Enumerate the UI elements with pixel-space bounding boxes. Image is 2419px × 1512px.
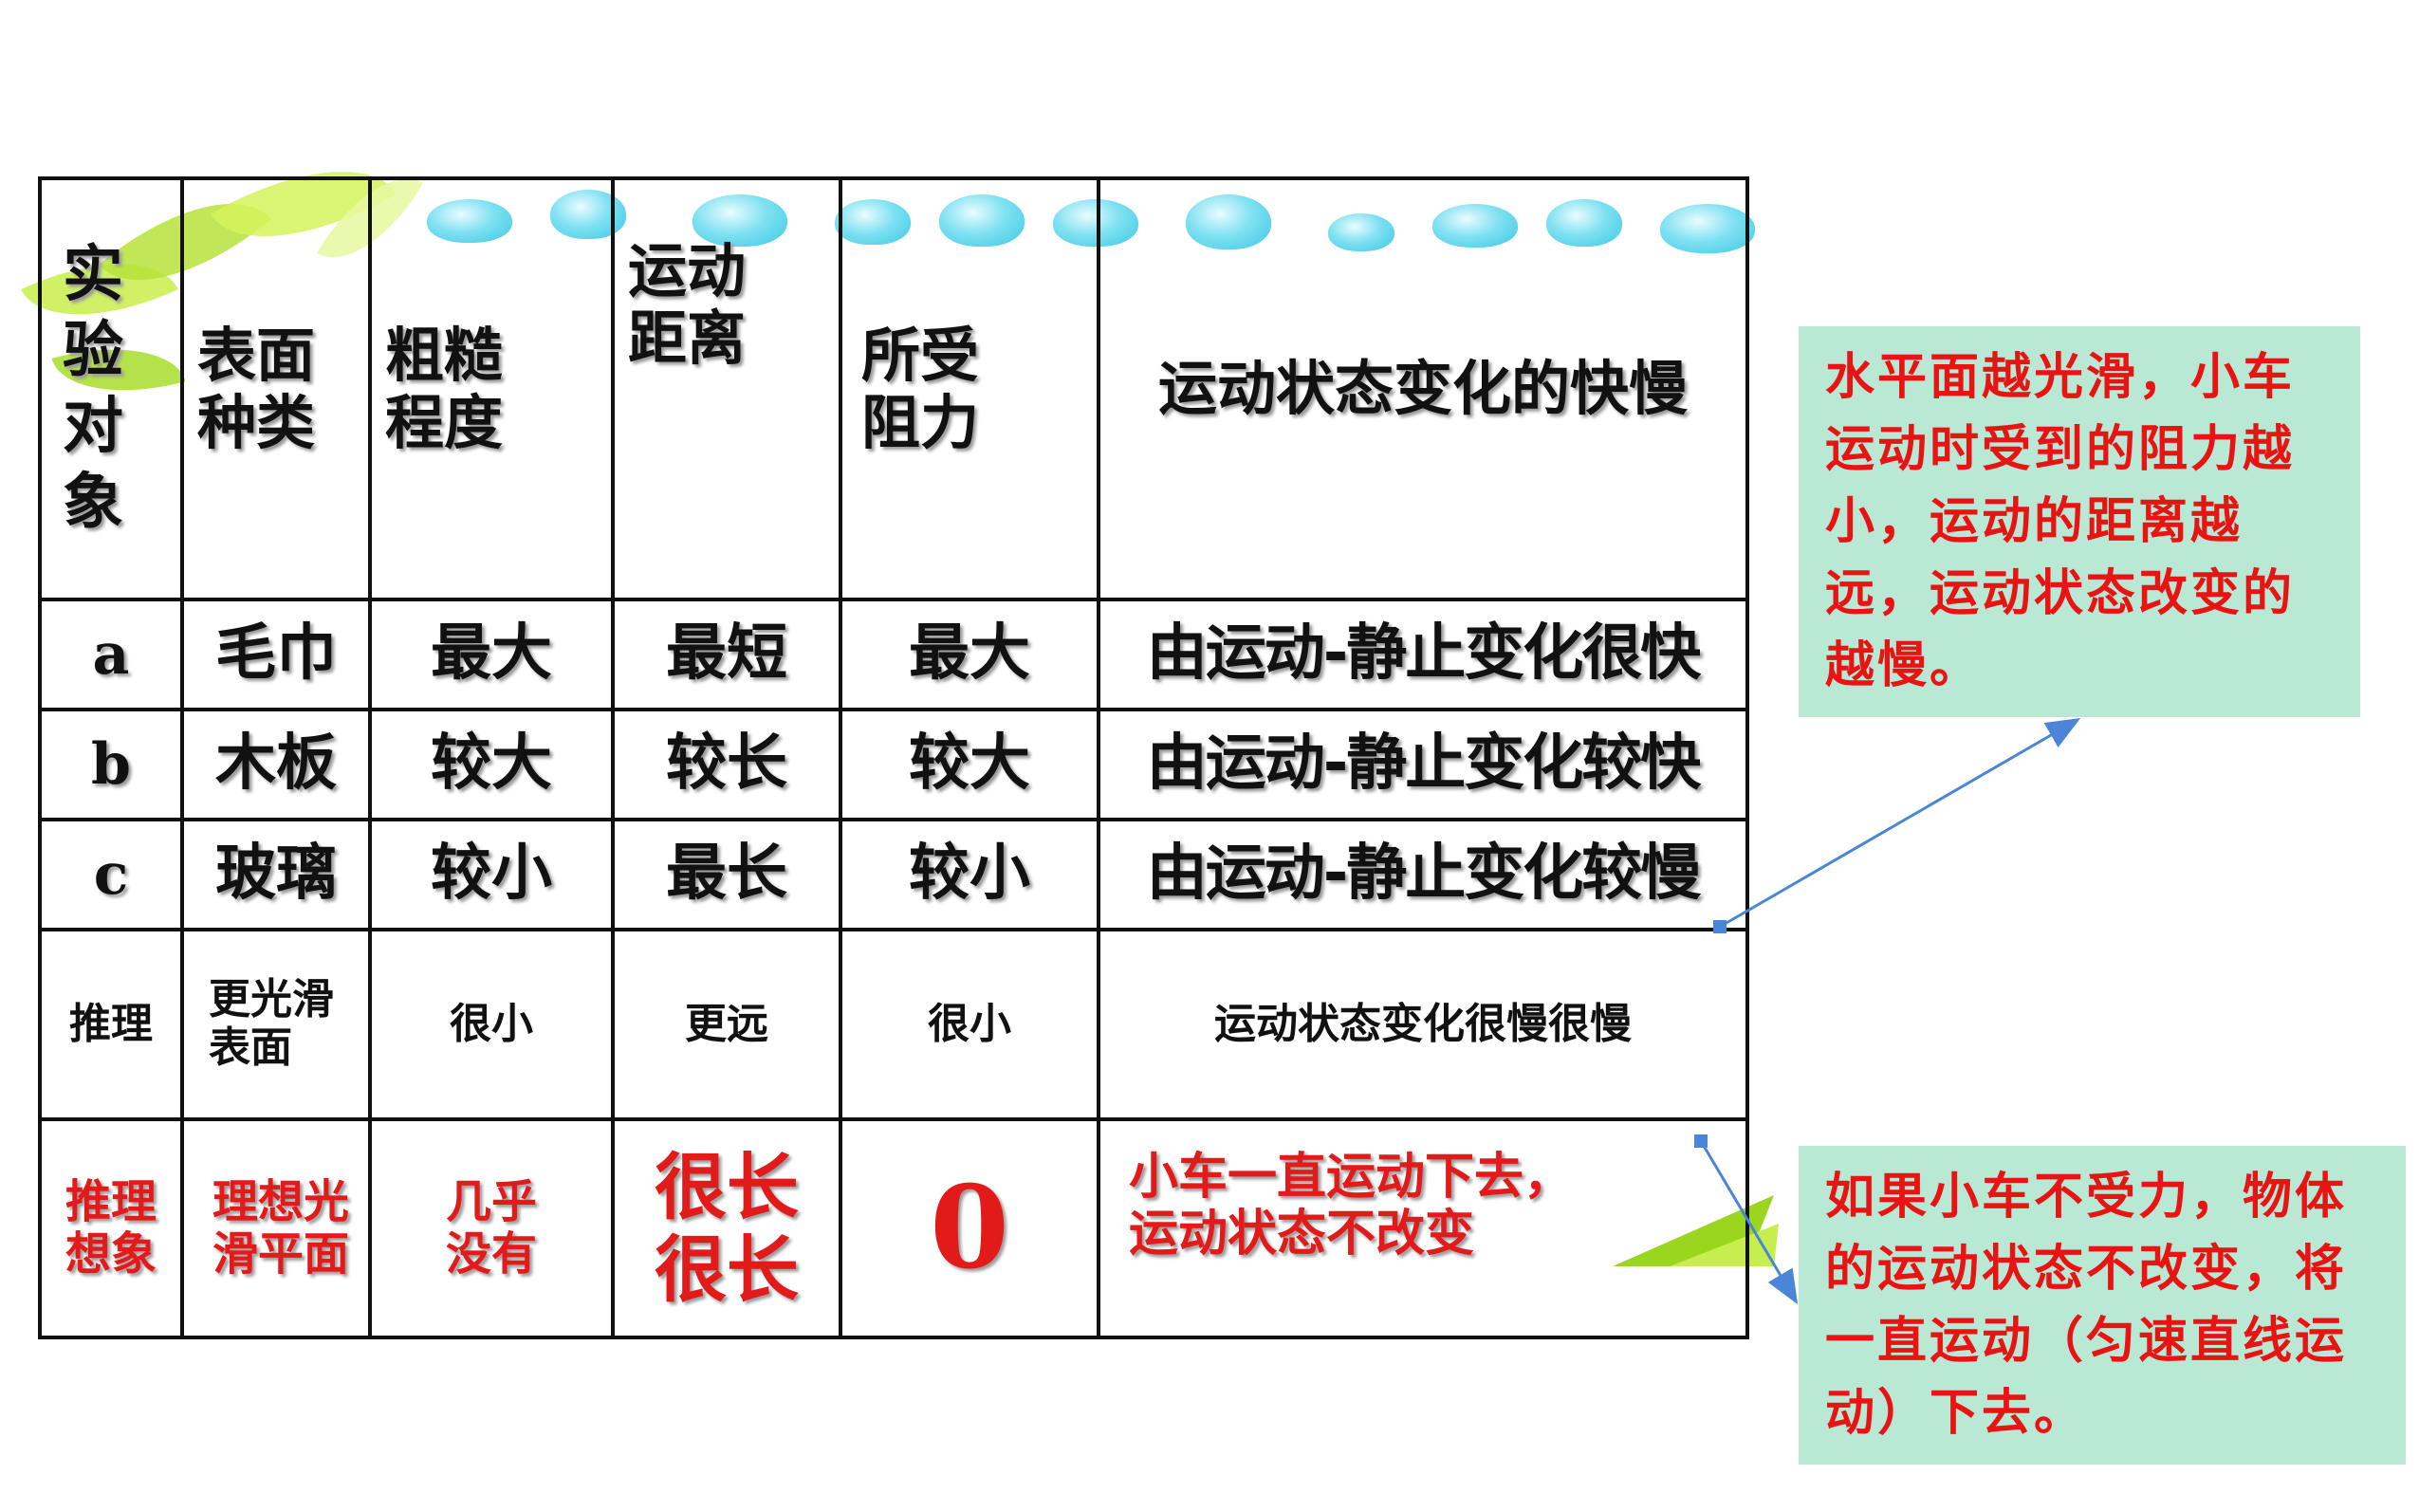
cell-resistance: 很小 xyxy=(839,928,1100,1121)
cell-subject: 推理 想象 xyxy=(38,1117,184,1339)
arrow-bottom xyxy=(1694,1134,1799,1305)
cell-subject: c xyxy=(38,818,184,931)
cell-surface: 玻璃 xyxy=(180,818,372,931)
experiment-table: 实 验 对 象 表面 种类 粗糙 程度 运动 距离 所受 阻力 运动状态变化的快… xyxy=(38,176,1749,1339)
header-distance: 运动 距离 xyxy=(611,176,842,601)
header-roughness-label: 粗糙 程度 xyxy=(385,320,504,457)
cell-subject: b xyxy=(38,708,184,821)
cell-state: 由运动-静止变化较快 xyxy=(1097,708,1749,821)
cell-distance: 更远 xyxy=(611,928,842,1121)
cell-surface: 更光滑 表面 xyxy=(180,928,372,1121)
table-row: b 木板 较大 较长 较大 由运动-静止变化较快 xyxy=(38,708,1749,821)
cell-roughness: 较大 xyxy=(368,708,615,821)
cell-distance: 较长 xyxy=(611,708,842,821)
header-state-change: 运动状态变化的快慢 xyxy=(1097,176,1749,601)
cell-resistance: 较大 xyxy=(839,708,1100,821)
conclusion-note-top: 水平面越光滑，小车运动时受到的阻力越小，运动的距离越远，运动状态改变的越慢。 xyxy=(1799,326,2360,717)
inference-row: 推理 更光滑 表面 很小 更远 很小 运动状态变化很慢很慢 xyxy=(38,928,1749,1121)
cell-surface: 毛巾 xyxy=(180,598,372,711)
header-state-change-label: 运动状态变化的快慢 xyxy=(1157,354,1688,424)
cell-roughness: 较小 xyxy=(368,818,615,931)
cell-subject: a xyxy=(38,598,184,711)
conclusion-note-bottom-text: 如果小车不受力，物体的运动状态不改变，将一直运动（匀速直线运动）下去。 xyxy=(1825,1168,2348,1442)
cell-state: 由运动-静止变化较慢 xyxy=(1097,818,1749,931)
header-surface: 表面 种类 xyxy=(180,176,372,601)
conclusion-note-bottom: 如果小车不受力，物体的运动状态不改变，将一直运动（匀速直线运动）下去。 xyxy=(1799,1146,2406,1465)
header-resistance: 所受 阻力 xyxy=(839,176,1100,601)
cell-surface: 木板 xyxy=(180,708,372,821)
cell-distance: 最长 xyxy=(611,818,842,931)
header-distance-label: 运动 距离 xyxy=(628,236,747,374)
header-row: 实 验 对 象 表面 种类 粗糙 程度 运动 距离 所受 阻力 运动状态变化的快… xyxy=(38,176,1749,601)
cell-state: 由运动-静止变化很快 xyxy=(1097,598,1749,711)
cell-surface: 理想光 滑平面 xyxy=(180,1117,372,1339)
cell-resistance: 最大 xyxy=(839,598,1100,711)
cell-subject: 推理 xyxy=(38,928,184,1121)
cell-distance: 最短 xyxy=(611,598,842,711)
cell-roughness: 几乎 没有 xyxy=(368,1117,615,1339)
header-subject-label: 实 验 对 象 xyxy=(63,240,123,538)
header-subject: 实 验 对 象 xyxy=(38,176,184,601)
header-resistance-label: 所受 阻力 xyxy=(861,320,980,457)
table-row: c 玻璃 较小 最长 较小 由运动-静止变化较慢 xyxy=(38,818,1749,931)
header-surface-label: 表面 种类 xyxy=(197,320,316,457)
cell-state: 运动状态变化很慢很慢 xyxy=(1097,928,1749,1121)
arrow-top xyxy=(1713,717,2081,933)
cell-resistance: 较小 xyxy=(839,818,1100,931)
table-row: a 毛巾 最大 最短 最大 由运动-静止变化很快 xyxy=(38,598,1749,711)
ideal-row: 推理 想象 理想光 滑平面 几乎 没有 很长 很长 0 小车一直运动下去， 运动… xyxy=(38,1117,1749,1339)
cell-state: 小车一直运动下去， 运动状态不改变 xyxy=(1097,1117,1749,1339)
conclusion-note-top-text: 水平面越光滑，小车运动时受到的阻力越小，运动的距离越远，运动状态改变的越慢。 xyxy=(1825,348,2296,694)
cell-resistance: 0 xyxy=(839,1117,1100,1339)
cell-roughness: 很小 xyxy=(368,928,615,1121)
header-roughness: 粗糙 程度 xyxy=(368,176,615,601)
cell-roughness: 最大 xyxy=(368,598,615,711)
cell-distance: 很长 很长 xyxy=(611,1117,842,1339)
